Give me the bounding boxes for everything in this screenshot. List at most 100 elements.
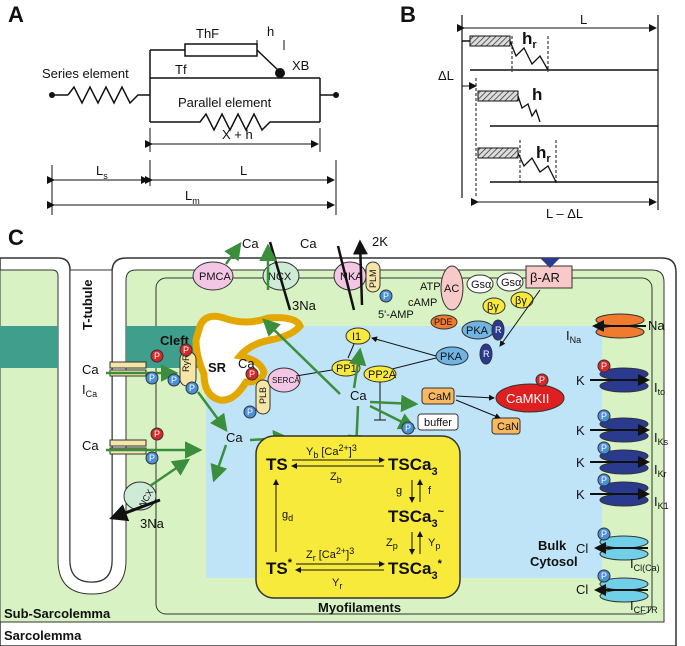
svg-text:TS*: TS* (266, 557, 293, 578)
p-12: P (539, 375, 545, 385)
p-13: P (601, 361, 607, 371)
parallel-element-label: Parallel element (178, 95, 272, 110)
by-1 (482, 297, 506, 315)
i1-label: I1 (352, 331, 361, 343)
pka2-label: PKA (440, 351, 463, 363)
k1-label: K (576, 373, 585, 388)
parallel-element-spring (150, 112, 320, 132)
b-l-label: L (580, 12, 587, 27)
tsca3-star-mark: * (438, 558, 443, 570)
ikr: I (654, 462, 658, 477)
cl1-label: Cl (576, 541, 588, 556)
svg-text:ICa: ICa (82, 382, 97, 399)
cleft-label: Cleft (160, 333, 190, 348)
p-10: P (383, 291, 389, 301)
p-16: P (601, 475, 607, 485)
ls-label: L (96, 163, 103, 178)
p-18: P (601, 571, 607, 581)
ik1: I (654, 494, 658, 509)
can-label: CaN (497, 421, 519, 433)
plm-label: PLM (368, 269, 378, 288)
thick-filament-1 (469, 35, 511, 47)
g-label: g (396, 485, 402, 497)
p-11: P (405, 423, 411, 433)
tsca3-label: TSCa (388, 455, 432, 474)
series-element-spring (67, 85, 150, 105)
ca-ica-label: Ca (82, 362, 99, 377)
ca-cube2: [Ca (319, 549, 337, 561)
b-delta-l: ΔL (438, 68, 454, 83)
k2-label: 2K (372, 234, 388, 249)
svg-text:INa: INa (566, 328, 581, 345)
ls-sub: s (103, 171, 108, 181)
pmca-label: PMCA (199, 271, 231, 283)
plm (365, 261, 381, 293)
ts-star: TS (266, 559, 288, 578)
svg-text:IKr: IKr (654, 462, 667, 479)
p-15: P (601, 443, 607, 453)
serca-pump (267, 367, 301, 393)
ac-label: AC (444, 283, 459, 295)
pp2a-label: PP2A (368, 369, 397, 381)
panel-a: A Series element ThF h XB Tf Parallel el… (8, 2, 339, 215)
icftr: I (630, 598, 634, 613)
b-l-minus: L – ΔL (546, 206, 583, 221)
k2-ch-label: K (576, 423, 585, 438)
camkii-label: CaMKII (506, 391, 549, 406)
lm-label: L (185, 188, 192, 203)
ica-sub: Ca (86, 389, 98, 399)
cube1: 3 (352, 443, 357, 453)
i1 (345, 327, 371, 345)
p-7: P (149, 453, 155, 463)
k-channel-k1 (599, 481, 649, 507)
p-5: P (189, 383, 195, 393)
svg-text:Yr: Yr (332, 577, 342, 591)
sr-compartment (192, 312, 305, 404)
p-8: P (249, 369, 255, 379)
thick-filament (184, 43, 258, 57)
yp: Y (428, 537, 436, 549)
cl2-label: Cl (576, 582, 588, 597)
b-hr2-sub: r (546, 153, 551, 165)
myofilaments-box (255, 435, 461, 599)
k3-label: K (576, 455, 585, 470)
tsca3-tilde-sub: 3 (431, 518, 437, 530)
tsca3-star-sub: 3 (431, 570, 437, 582)
svg-text:hr: hr (522, 29, 537, 51)
f-label: f (428, 485, 432, 497)
zp: Z (386, 537, 393, 549)
svg-text:Yp: Yp (428, 537, 440, 551)
cross-bridge (256, 49, 281, 73)
ts-star-mark: * (288, 557, 293, 569)
cam-label: CaM (428, 391, 451, 403)
r-2 (479, 343, 493, 365)
panel-b: B L hr ΔL h hr L – ΔL (400, 2, 659, 221)
cross-bridge-head (275, 68, 285, 78)
gd: g (282, 509, 288, 521)
pde-label: PDE (434, 317, 453, 327)
pka1-label: PKA (466, 325, 489, 337)
ikr-sub: Kr (658, 469, 667, 479)
na-label: Na (648, 318, 665, 333)
b-hr1: h (522, 29, 532, 48)
svg-text:Ls: Ls (96, 163, 108, 181)
zb-sub: b (337, 475, 342, 485)
k-channel-kr (599, 449, 649, 475)
gsa-1 (466, 274, 494, 294)
gsa1-label: Gsα (471, 279, 492, 291)
cam (421, 387, 455, 405)
panel-c-label: C (8, 225, 24, 250)
ca2-label: Ca (82, 438, 99, 453)
yr-sub: r (339, 581, 342, 591)
tsca3-star: TSCa (388, 559, 432, 578)
p-6: P (154, 429, 160, 439)
zb: Z (330, 471, 337, 483)
camp-label: cAMP (408, 297, 437, 309)
tf-label: Tf (175, 62, 187, 77)
yb: Y (306, 446, 314, 458)
gd-sub: d (288, 513, 293, 523)
ca-top2-label: Ca (300, 236, 317, 251)
p-14: P (601, 411, 607, 421)
na3-left-label: 3Na (140, 516, 165, 531)
amp5-label: 5'-AMP (378, 309, 414, 321)
